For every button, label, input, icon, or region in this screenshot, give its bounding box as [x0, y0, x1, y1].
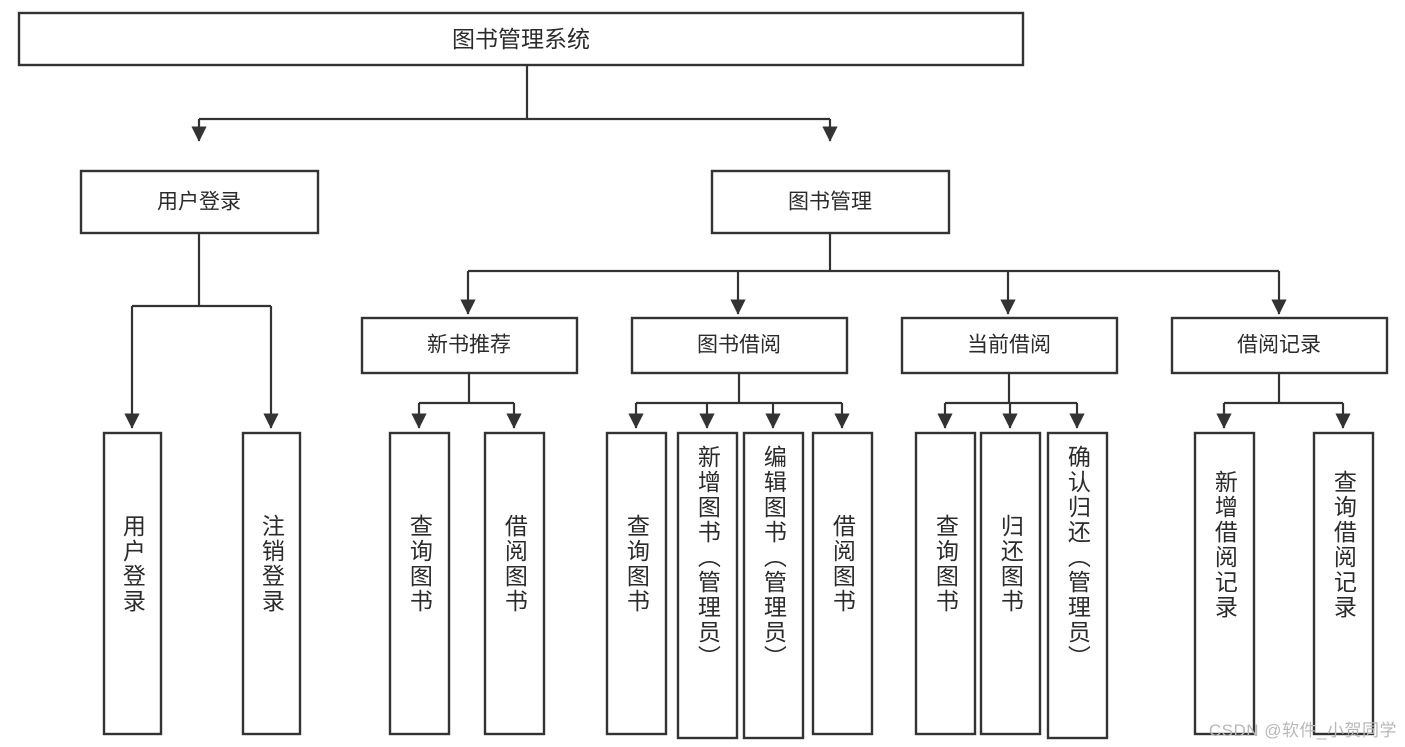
node-root-label: 图书管理系统: [452, 26, 590, 52]
leaf-box-user-login-1[interactable]: [102, 431, 163, 736]
leaf-box-new-book-1[interactable]: [388, 431, 451, 736]
node-new-book-recommend-label: 新书推荐: [427, 334, 511, 357]
leaf-box-new-book-2[interactable]: [483, 431, 546, 736]
leaf-box-current-borrow-2[interactable]: [979, 431, 1042, 736]
node-user-login-label: 用户登录: [157, 191, 241, 214]
node-root-box[interactable]: [17, 11, 1025, 67]
leaf-box-book-borrow-4[interactable]: [811, 431, 874, 736]
node-book-borrow-box[interactable]: [630, 316, 849, 375]
leaf-box-borrow-record-1[interactable]: [1193, 431, 1256, 736]
leaf-box-book-borrow-2[interactable]: [676, 431, 739, 740]
leaf-box-user-login-2[interactable]: [241, 431, 302, 736]
leaf-box-borrow-record-2[interactable]: [1312, 431, 1375, 736]
node-borrow-record-label: 借阅记录: [1237, 334, 1321, 357]
node-book-management-box[interactable]: [710, 169, 951, 235]
node-new-book-recommend-box[interactable]: [360, 316, 579, 375]
leaf-box-book-borrow-3[interactable]: [742, 431, 805, 740]
node-book-borrow-label: 图书借阅: [697, 334, 781, 357]
node-current-borrow-label: 当前借阅: [967, 334, 1051, 357]
node-current-borrow-box[interactable]: [900, 316, 1119, 375]
node-book-management-label: 图书管理: [788, 191, 872, 214]
leaf-box-current-borrow-1[interactable]: [914, 431, 977, 736]
leaf-box-current-borrow-3[interactable]: [1046, 431, 1109, 740]
watermark-label: CSDN @软件_小贺同学: [1208, 721, 1397, 740]
node-borrow-record-box[interactable]: [1170, 316, 1389, 375]
leaf-box-book-borrow-1[interactable]: [605, 431, 668, 736]
